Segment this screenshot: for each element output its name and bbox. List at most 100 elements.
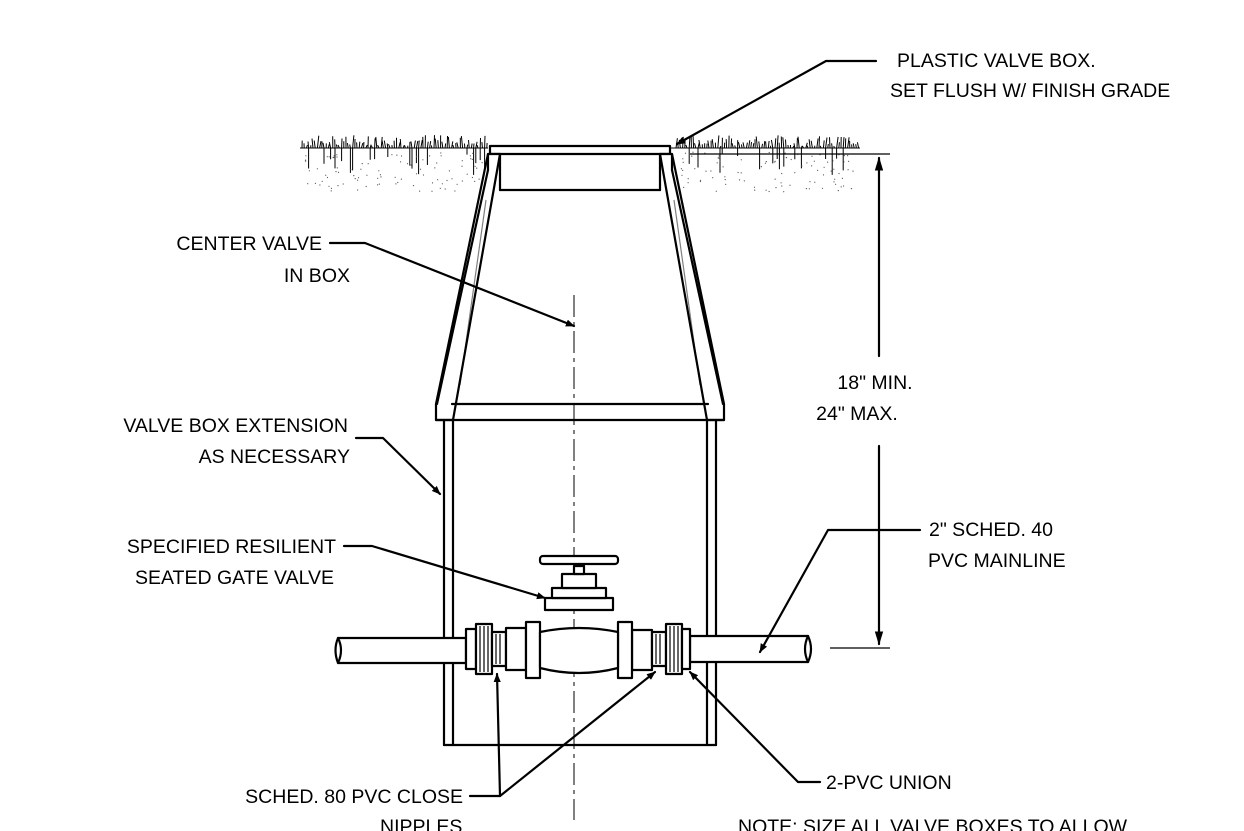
soil-dot [431,182,434,184]
mainline-label-line2: PVC MAINLINE [928,550,1066,572]
soil-dot [456,183,458,185]
soil-dot [738,179,741,181]
soil-dot [400,161,402,163]
soil-dot [743,180,745,182]
soil-dot [304,159,307,161]
soil-dot [434,167,436,169]
soil-dot [354,178,356,180]
soil-dot [754,189,756,191]
center-valve-label-line2: IN BOX [284,265,350,287]
soil-dot [687,182,689,184]
soil-dot [725,183,727,185]
soil-dot [847,169,849,171]
soil-dot [478,178,480,180]
soil-dot [394,176,396,178]
mainline-label-line1: 2" SCHED. 40 [929,519,1053,541]
soil-dot [821,187,824,189]
soil-dot [737,171,739,174]
soil-dot [760,166,763,168]
soil-dot [827,161,829,163]
soil-dot [365,185,367,188]
soil-dot [687,178,689,180]
soil-dot [790,158,792,161]
ground-left [300,135,488,192]
soil-dot [437,179,439,181]
soil-dot [332,157,334,159]
soil-dot [691,155,693,157]
leader-center-valve [328,241,576,328]
soil-dot [321,180,323,182]
soil-dot [422,159,424,161]
soil-dot [419,190,421,192]
soil-dot [400,178,402,180]
soil-dot [753,186,756,188]
soil-dot [717,157,719,159]
soil-dot [840,186,842,188]
soil-dot [837,190,839,192]
soil-dot [431,190,433,192]
gate-valve-label-line1: SPECIFIED RESILIENT [127,536,336,558]
soil-dot [305,155,307,157]
soil-dot [444,188,446,190]
soil-dot [843,185,845,187]
soil-dot [439,187,441,189]
soil-dot [325,174,327,176]
leader-extension [354,436,442,496]
soil-dot [319,184,321,186]
soil-dot [740,159,742,161]
soil-dot [333,155,335,157]
soil-dot [823,166,825,168]
soil-dot [724,176,726,178]
soil-dot [440,155,442,157]
soil-dot [377,184,379,186]
soil-dot [474,165,476,167]
soil-dot [768,151,770,154]
gate-valve [524,554,634,680]
soil-dot [852,170,854,172]
plastic-box-label-line1: PLASTIC VALVE BOX. [897,50,1096,72]
soil-dot [441,183,443,185]
soil-dot [461,165,463,167]
plastic-box-label-line2: SET FLUSH W/ FINISH GRADE [890,80,1170,102]
soil-dot [379,174,381,176]
soil-dot [834,178,836,180]
soil-dot [448,170,450,172]
soil-dot [326,176,329,179]
soil-dot [705,170,707,172]
soil-dot [716,162,718,164]
soil-dot [781,172,783,175]
soil-dot [765,189,767,191]
soil-dot [684,152,687,154]
union-right [630,622,692,676]
soil-dot [822,174,825,176]
soil-dot [476,167,478,169]
soil-dot [694,168,696,170]
soil-dot [817,169,819,171]
soil-dot [469,155,471,157]
soil-dot [336,154,338,156]
soil-dot [481,162,483,164]
soil-dot [328,185,330,187]
soil-dot [380,176,382,178]
soil-dot [692,151,694,153]
soil-dot [710,170,712,172]
leader-plastic-box [675,59,878,146]
soil-dot [801,165,803,167]
soil-dot [789,184,791,186]
soil-dot [783,191,785,193]
soil-dot [843,155,845,157]
leader-nipples [468,670,657,798]
soil-dot [328,156,330,158]
soil-dot [838,172,840,175]
soil-dot [400,155,403,157]
depth-dimension [690,153,890,649]
soil-dot [330,187,332,189]
grass-tufts [301,135,488,175]
soil-dot [440,152,442,154]
soil-dot [472,152,474,154]
soil-dot [361,163,363,165]
soil-dot [336,167,338,169]
mainline-pipe-left [334,636,468,665]
soil-dot [811,155,813,157]
